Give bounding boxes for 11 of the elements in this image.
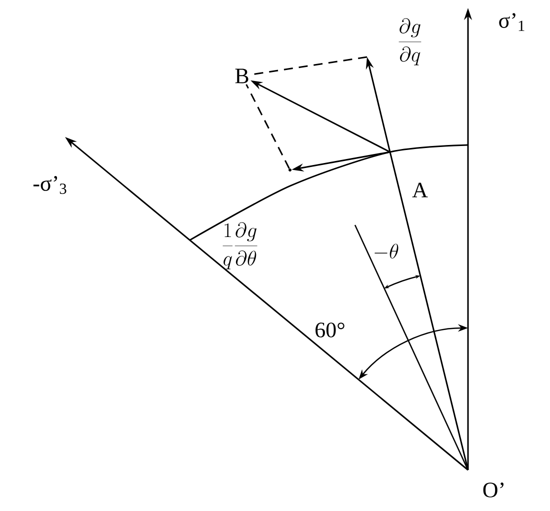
dashed-line [246,84,290,169]
angle-label: 60° [316,322,344,338]
vector-label: $\frac{1}{q}\frac{\partial g}{\partial \theta}$ [222,222,258,270]
point-label: B [235,68,248,84]
vector-tip [288,168,292,172]
point-label: O’ [483,482,504,498]
point-label: A [412,182,428,198]
axis-label: -σ’$_{3}$ [33,176,66,194]
axis-label: σ’$_{1}$ [499,13,524,31]
angle-label: $-\theta$ [374,244,398,259]
vector-label: $\frac{\partial g}{\partial q}$ [398,18,422,66]
